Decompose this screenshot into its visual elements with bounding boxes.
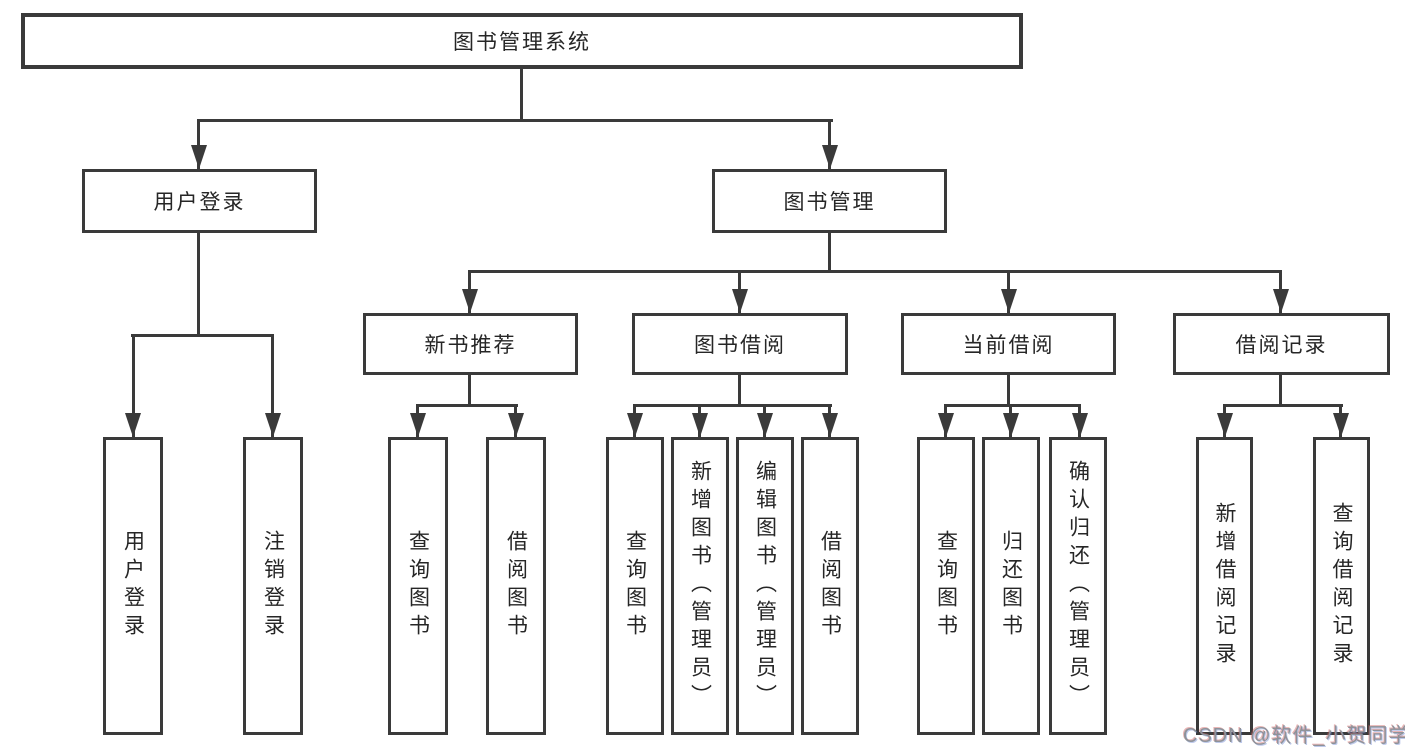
leaf-current-query-label: 查询图书 [934, 530, 958, 642]
connector-book-mgmt-bar [468, 270, 1282, 273]
connector-currentborrow-stem [1007, 375, 1010, 406]
arrowhead-module-newbooks-icon [462, 289, 478, 313]
connector-book-mgmt-stem [828, 233, 831, 272]
connector-bookborrow-stem [738, 375, 741, 406]
leaf-logout-label: 注销登录 [261, 530, 285, 642]
leaf-bookborrow-add: 新增图书（管理员） [671, 437, 729, 735]
connector-root-stem [520, 69, 523, 121]
leaf-bookborrow-edit-label: 编辑图书（管理员） [753, 460, 777, 712]
arrowhead-module-records-icon [1273, 289, 1289, 313]
node-new-books: 新书推荐 [363, 313, 578, 375]
connector-newbooks-stem [468, 375, 471, 406]
leaf-bookborrow-query: 查询图书 [606, 437, 664, 735]
connector-user-login-bar [131, 334, 274, 337]
leaf-user-login: 用户登录 [103, 437, 163, 735]
arrowhead-leaf-login-icon [125, 413, 141, 437]
leaf-current-confirm: 确认归还（管理员） [1049, 437, 1107, 735]
node-current-borrow: 当前借阅 [901, 313, 1116, 375]
leaf-bookborrow-borrow-label: 借阅图书 [818, 530, 842, 642]
connector-user-login-stem [197, 233, 200, 336]
leaf-records-add: 新增借阅记录 [1196, 437, 1253, 735]
arrowhead-cb-confirm-icon [1072, 413, 1088, 437]
leaf-records-query-label: 查询借阅记录 [1330, 502, 1354, 670]
node-library-system: 图书管理系统 [21, 13, 1023, 69]
node-current-borrow-label: 当前借阅 [962, 334, 1055, 357]
arrowhead-rec-query-icon [1333, 413, 1349, 437]
leaf-logout: 注销登录 [243, 437, 303, 735]
connector-newbooks-bar [416, 404, 518, 407]
connector-user-login-drop [197, 119, 200, 169]
node-new-books-label: 新书推荐 [424, 334, 517, 357]
arrowhead-book-mgmt-icon [822, 145, 838, 169]
connector-root-bar [197, 119, 833, 122]
connector-borrowrecords-bar [1223, 404, 1343, 407]
leaf-newbooks-query: 查询图书 [388, 437, 448, 735]
arrowhead-rec-add-icon [1217, 413, 1233, 437]
leaf-current-confirm-label: 确认归还（管理员） [1066, 460, 1090, 712]
arrowhead-bb-borrow-icon [822, 413, 838, 437]
arrowhead-user-login-icon [191, 145, 207, 169]
node-book-borrow: 图书借阅 [632, 313, 848, 375]
leaf-bookborrow-borrow: 借阅图书 [801, 437, 859, 735]
connector-borrowrecords-stem [1279, 375, 1282, 406]
csdn-watermark: CSDN @软件_小贺同学 [1183, 725, 1405, 747]
node-borrow-records-label: 借阅记录 [1235, 334, 1328, 357]
node-user-login: 用户登录 [82, 169, 317, 233]
connector-currentborrow-bar [944, 404, 1081, 407]
arrowhead-bb-edit-icon [757, 413, 773, 437]
leaf-newbooks-query-label: 查询图书 [406, 530, 430, 642]
node-borrow-records: 借阅记录 [1173, 313, 1390, 375]
leaf-current-return: 归还图书 [982, 437, 1040, 735]
arrowhead-bb-query-icon [627, 413, 643, 437]
connector-leaf-login-drop [132, 334, 135, 437]
arrowhead-cb-return-icon [1003, 413, 1019, 437]
connector-book-mgmt-drop [828, 119, 831, 169]
leaf-bookborrow-add-label: 新增图书（管理员） [688, 460, 712, 712]
leaf-newbooks-borrow-label: 借阅图书 [504, 530, 528, 642]
node-book-borrow-label: 图书借阅 [694, 334, 786, 357]
arrowhead-module-borrow-icon [732, 289, 748, 313]
arrowhead-cb-query-icon [938, 413, 954, 437]
leaf-bookborrow-query-label: 查询图书 [623, 530, 647, 642]
node-user-login-label: 用户登录 [153, 191, 246, 214]
leaf-bookborrow-edit: 编辑图书（管理员） [736, 437, 794, 735]
arrowhead-nb-borrow-icon [508, 413, 524, 437]
leaf-newbooks-borrow: 借阅图书 [486, 437, 546, 735]
arrowhead-module-current-icon [1001, 289, 1017, 313]
connector-bookborrow-bar [633, 404, 832, 407]
node-book-mgmt-label: 图书管理 [783, 191, 876, 214]
connector-leaf-logout-drop [271, 334, 274, 437]
leaf-user-login-label: 用户登录 [121, 530, 145, 642]
arrowhead-nb-query-icon [410, 413, 426, 437]
leaf-records-query: 查询借阅记录 [1313, 437, 1370, 735]
node-book-mgmt: 图书管理 [712, 169, 947, 233]
arrowhead-bb-add-icon [692, 413, 708, 437]
node-library-system-label: 图书管理系统 [453, 31, 591, 54]
arrowhead-leaf-logout-icon [265, 413, 281, 437]
leaf-current-return-label: 归还图书 [999, 530, 1023, 642]
leaf-current-query: 查询图书 [917, 437, 975, 735]
leaf-records-add-label: 新增借阅记录 [1213, 502, 1237, 670]
